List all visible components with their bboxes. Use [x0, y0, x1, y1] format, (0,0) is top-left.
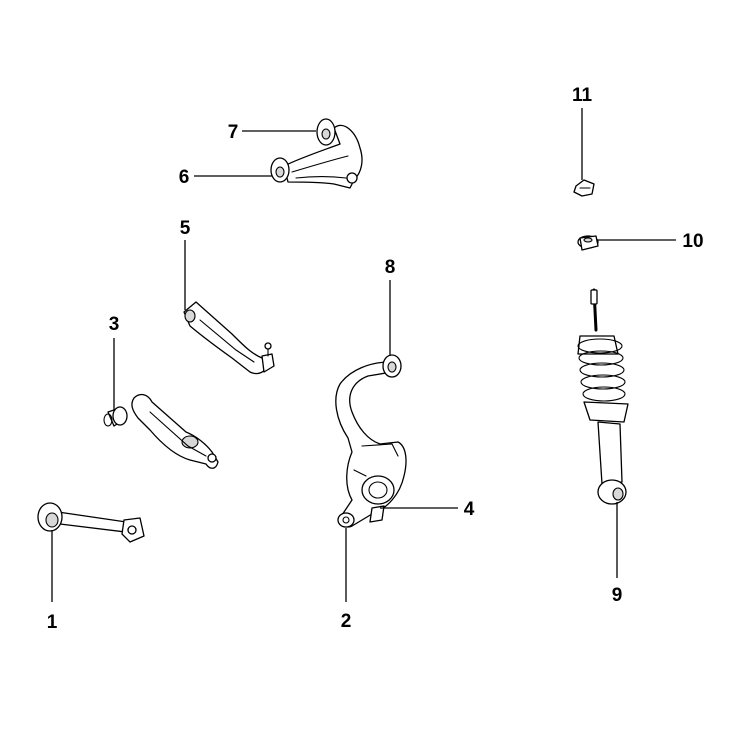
callout-11: 11 [572, 85, 593, 106]
part-washer[interactable] [577, 235, 599, 251]
callout-4: 4 [464, 499, 475, 520]
part-steering-knuckle[interactable] [335, 354, 407, 528]
callout-8: 8 [385, 257, 396, 278]
part-trailing-arm[interactable] [183, 301, 275, 375]
callout-2: 2 [341, 611, 352, 632]
callout-5: 5 [180, 218, 191, 239]
coil-spring [577, 338, 626, 402]
part-upper-wishbone[interactable] [270, 118, 363, 189]
callout-6: 6 [179, 167, 190, 188]
callout-3: 3 [109, 314, 120, 335]
part-shock-absorber[interactable] [577, 288, 629, 505]
leader-lines [51, 108, 676, 602]
part-bushing[interactable] [103, 406, 128, 427]
callout-numbers: 1 2 3 4 5 6 7 8 9 10 11 [47, 85, 704, 633]
part-nut[interactable] [573, 179, 595, 197]
part-lower-control-arm[interactable] [131, 393, 219, 469]
callout-9: 9 [612, 585, 623, 606]
callout-1: 1 [47, 612, 58, 633]
callout-10: 10 [682, 231, 703, 252]
part-lateral-link[interactable] [37, 502, 145, 543]
callout-7: 7 [228, 122, 239, 143]
